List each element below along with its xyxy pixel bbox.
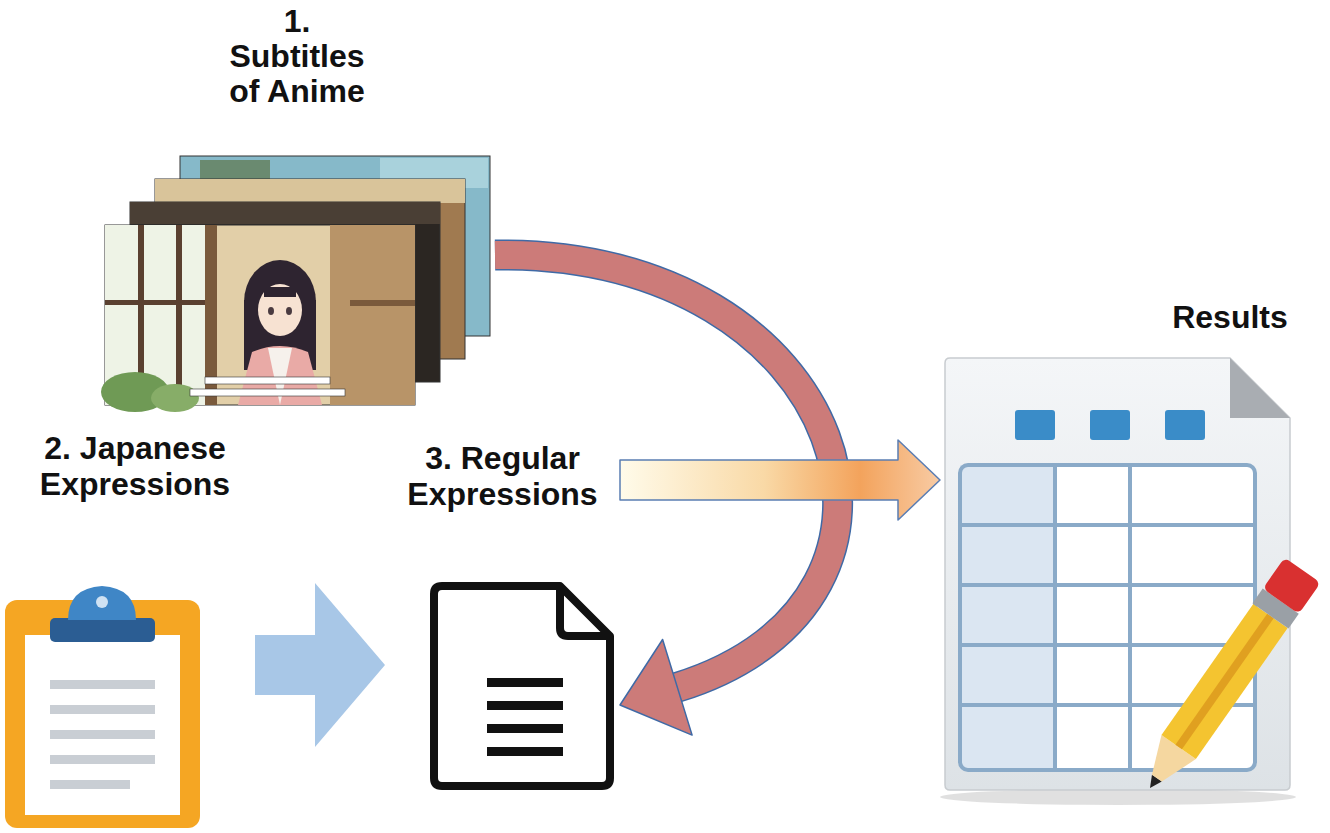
node-heading: 3. Regular Expressions <box>385 440 620 512</box>
clipboard-hole <box>96 596 108 608</box>
spreadsheet-icon <box>940 358 1321 805</box>
clipboard-node: 2. Japanese Expressions <box>15 425 255 830</box>
paper-line <box>50 730 155 739</box>
wall <box>330 225 415 405</box>
paper-line <box>50 705 155 714</box>
document-line <box>487 724 563 733</box>
clipboard-clip <box>68 586 136 620</box>
paper-line <box>50 680 155 689</box>
sheet-tab <box>1090 410 1130 440</box>
clipboard-clip <box>50 618 155 642</box>
sheet-shadow <box>940 789 1296 805</box>
results-node: Results <box>940 295 1325 805</box>
document-line <box>487 678 563 687</box>
anime-frames <box>101 156 490 412</box>
document-page <box>434 586 610 786</box>
flow-arrow-shape <box>255 583 385 747</box>
window-bar <box>176 225 182 405</box>
face <box>258 284 302 336</box>
sheet-tab <box>1015 410 1055 440</box>
grid-column <box>960 465 1055 770</box>
clipboard-paper <box>25 635 180 815</box>
sheet-fold <box>1230 358 1290 418</box>
fringe <box>264 287 296 297</box>
result-arrow-shape <box>620 440 940 520</box>
pencil-eraser <box>1263 557 1321 613</box>
flow-arrow <box>255 583 385 747</box>
shelf <box>350 300 415 306</box>
document-line <box>487 701 563 710</box>
pencil-body <box>1161 604 1287 759</box>
frame-front <box>101 225 415 412</box>
subtitle-strip <box>205 377 330 384</box>
anime-node: 1. Subtitles of Anime <box>100 0 495 410</box>
document-icon <box>434 586 610 786</box>
node-heading: 2. Japanese Expressions <box>15 430 255 502</box>
shirt <box>268 348 292 405</box>
window-bar <box>105 300 205 305</box>
document-fold <box>560 586 610 636</box>
eye <box>286 307 292 315</box>
frame-detail <box>155 179 465 203</box>
clipboard-icon <box>5 586 200 828</box>
pencil <box>1132 557 1321 800</box>
paper-line <box>50 780 130 789</box>
subtitle-strip <box>190 389 345 396</box>
document-line <box>487 747 563 756</box>
clipboard-board <box>5 600 200 828</box>
paper-line <box>50 755 155 764</box>
sheet-tab <box>1165 410 1205 440</box>
result-arrow <box>620 440 940 520</box>
arrow-head <box>620 640 692 736</box>
document-node: 3. Regular Expressions <box>385 435 620 795</box>
pencil-stripe <box>1175 614 1273 750</box>
plant <box>151 384 199 412</box>
frame-detail <box>130 202 440 224</box>
node-heading: Results <box>1135 297 1325 337</box>
eye <box>268 307 274 315</box>
node-heading: 1. Subtitles of Anime <box>217 4 377 109</box>
sheet-page <box>945 358 1290 790</box>
